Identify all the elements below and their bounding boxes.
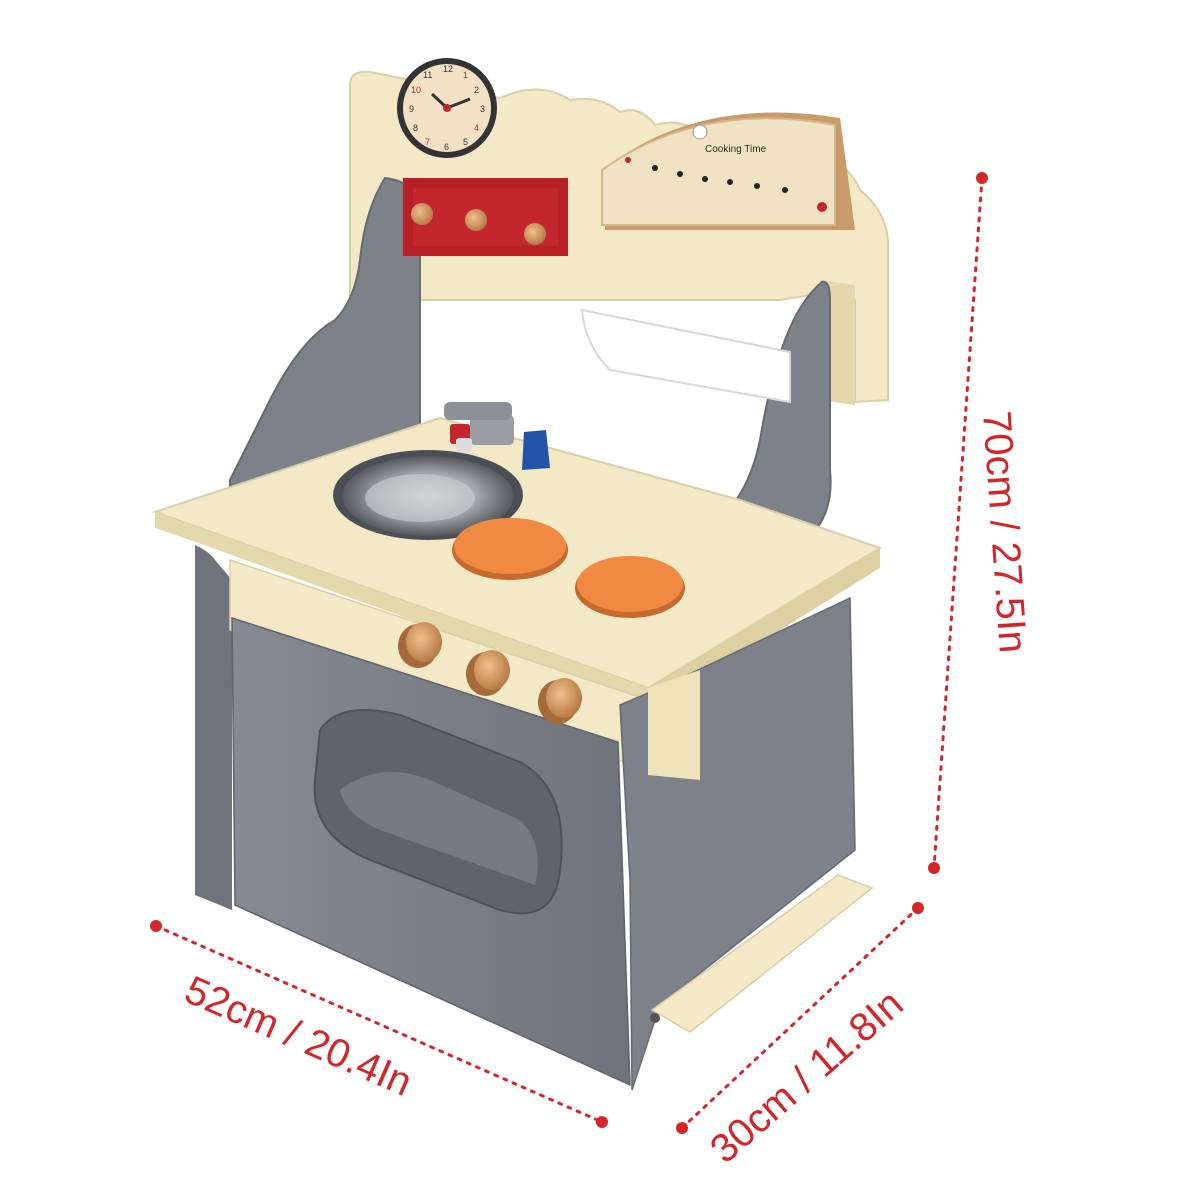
clock-number: 2 xyxy=(474,85,479,95)
clock-number: 6 xyxy=(444,142,449,152)
clock-number: 12 xyxy=(443,64,453,74)
cabinet-left-side xyxy=(195,545,232,910)
clock-number: 7 xyxy=(425,137,430,147)
utensil-shelf xyxy=(580,308,791,404)
faucet-icon xyxy=(444,402,550,470)
clock-number: 9 xyxy=(409,104,414,114)
clock-icon: 12 1 2 3 4 5 6 7 8 9 10 11 xyxy=(397,58,497,158)
burner-icon xyxy=(575,556,685,618)
timer-label: Cooking Time xyxy=(705,144,767,155)
width-label: 52cm / 20.4In xyxy=(178,968,418,1105)
knob-icon xyxy=(538,678,582,724)
clock-number: 10 xyxy=(411,85,421,95)
sink-bowl xyxy=(333,450,523,540)
height-dimension: 70cm / 27.5In xyxy=(928,172,1035,874)
height-label: 70cm / 27.5In xyxy=(974,410,1035,655)
screw xyxy=(650,1013,660,1023)
clock-number: 11 xyxy=(423,70,432,80)
hook-rack xyxy=(403,178,568,256)
oven-interior xyxy=(340,772,538,885)
bottom-board xyxy=(650,874,874,1033)
knob-icon xyxy=(466,650,510,696)
burner-icon xyxy=(452,518,568,580)
cooking-timer: Cooking Time xyxy=(601,112,855,230)
knob-icon xyxy=(398,622,442,668)
clock-number: 4 xyxy=(474,123,479,133)
clock-number: 3 xyxy=(480,104,485,114)
clock-number: 5 xyxy=(463,137,468,147)
countertop-edge xyxy=(155,512,648,705)
clock-number: 8 xyxy=(413,123,418,133)
cabinet-apron xyxy=(648,670,700,780)
clock-number: 1 xyxy=(463,70,468,80)
